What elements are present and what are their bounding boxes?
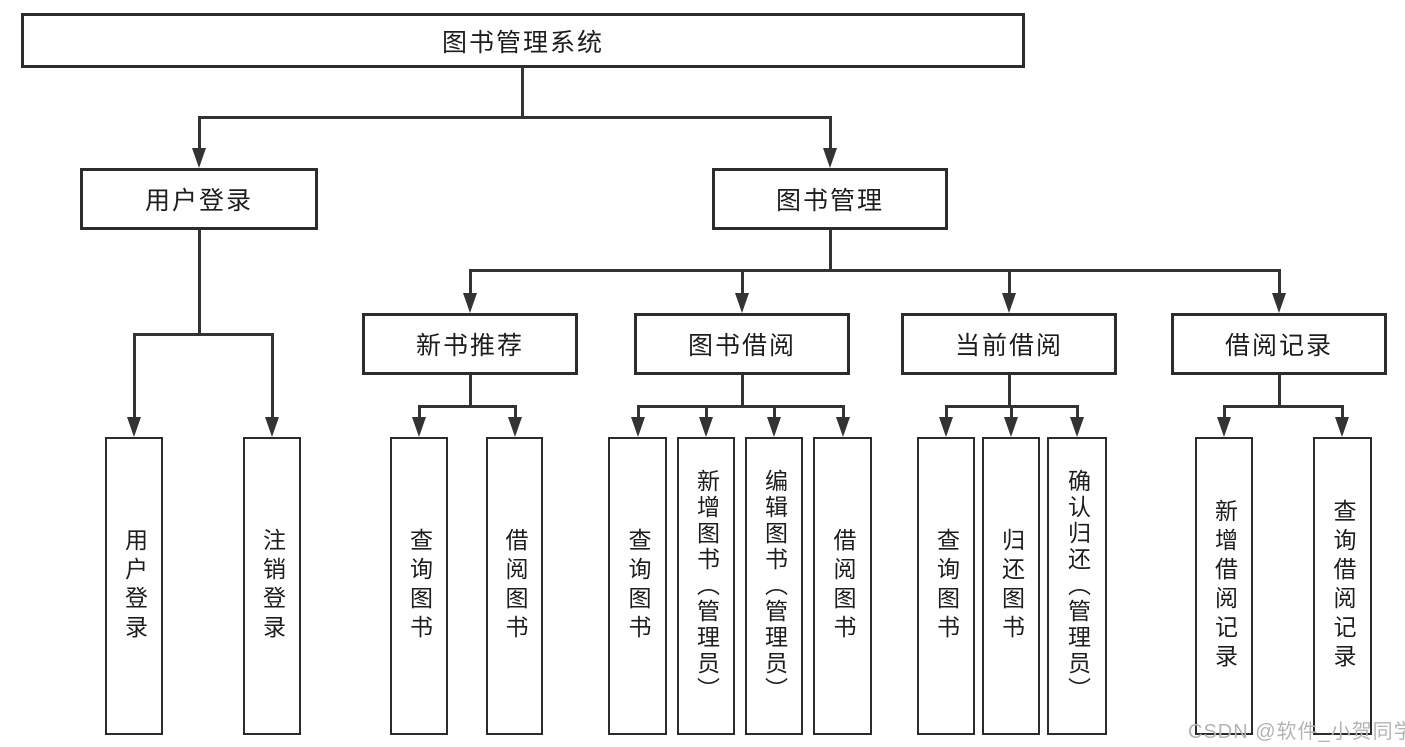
leaf-query-book-borrow: 查询图书 <box>608 437 667 735</box>
leaf-label: 借阅图书 <box>502 528 528 644</box>
arrow-to-leaf-edit-book <box>767 405 781 437</box>
leaf-return-book: 归还图书 <box>982 437 1040 735</box>
leaf-label: 查询图书 <box>625 528 651 644</box>
connector-current-borrow-stub <box>1008 375 1011 407</box>
leaf-query-borrow-record: 查询借阅记录 <box>1313 437 1372 735</box>
leaf-label: 查询借阅记录 <box>1330 499 1356 673</box>
leaf-label: 查询图书 <box>406 528 433 644</box>
node-label: 借阅记录 <box>1224 332 1333 360</box>
node-new-book-recommend: 新书推荐 <box>362 313 578 375</box>
arrow-to-user-login <box>192 116 206 168</box>
connector-new-book-branch <box>418 405 517 408</box>
leaf-label: 借阅图书 <box>830 528 856 644</box>
leaf-label: 编辑图书（管理员） <box>761 469 788 703</box>
arrow-to-leaf-logout <box>265 333 279 437</box>
arrow-to-leaf-query-book-current <box>939 405 953 437</box>
leaf-add-book-admin: 新增图书（管理员） <box>677 437 735 735</box>
arrow-to-leaf-query-borrow-record <box>1335 405 1349 437</box>
leaf-edit-book-admin: 编辑图书（管理员） <box>745 437 803 735</box>
leaf-logout: 注销登录 <box>243 437 301 735</box>
leaf-label: 确认归还（管理员） <box>1064 469 1091 703</box>
leaf-query-book-current: 查询图书 <box>917 437 975 735</box>
leaf-label: 新增借阅记录 <box>1211 499 1238 673</box>
node-book-borrow: 图书借阅 <box>634 313 850 375</box>
connector-user-login-stub <box>198 230 201 335</box>
arrow-to-book-borrow <box>735 269 749 313</box>
connector-borrow-records-branch <box>1223 405 1344 408</box>
node-book-management: 图书管理 <box>712 168 948 230</box>
connector-borrow-records-stub <box>1278 375 1281 407</box>
node-user-login: 用户登录 <box>80 168 318 230</box>
arrow-to-leaf-return-book <box>1004 405 1018 437</box>
arrow-to-leaf-query-book-recommend <box>412 405 426 437</box>
leaf-label: 用户登录 <box>121 528 148 644</box>
connector-user-login-branch <box>133 333 274 336</box>
csdn-watermark: CSDN @软件_小贺同学 <box>1188 721 1405 743</box>
arrow-to-leaf-borrow-book-recommend <box>508 405 522 437</box>
connector-book-borrow-stub <box>741 375 744 407</box>
leaf-label: 归还图书 <box>998 528 1025 644</box>
node-label: 当前借阅 <box>954 332 1063 360</box>
node-borrow-records: 借阅记录 <box>1171 313 1387 375</box>
arrow-to-new-book-recommend <box>463 269 477 313</box>
leaf-add-borrow-record: 新增借阅记录 <box>1195 437 1253 735</box>
arrow-to-leaf-user-login <box>127 333 141 437</box>
connector-book-management-stub <box>829 230 832 271</box>
leaf-confirm-return-admin: 确认归还（管理员） <box>1047 437 1107 735</box>
arrow-to-leaf-borrow-book <box>836 405 850 437</box>
leaf-label: 新增图书（管理员） <box>693 469 720 703</box>
node-label: 图书管理 <box>775 187 884 215</box>
leaf-query-book-recommend: 查询图书 <box>390 437 448 735</box>
node-label: 图书借阅 <box>687 332 796 360</box>
connector-root-stub <box>521 67 524 118</box>
connector-book-management-branch <box>469 269 1281 272</box>
arrow-to-leaf-add-book <box>699 405 713 437</box>
node-root: 图书管理系统 <box>21 13 1025 68</box>
leaf-borrow-book: 借阅图书 <box>813 437 872 735</box>
leaf-user-login: 用户登录 <box>105 437 163 735</box>
connector-new-book-stub <box>469 375 472 407</box>
leaf-borrow-book-recommend: 借阅图书 <box>486 437 543 735</box>
connector-book-borrow-branch <box>637 405 844 408</box>
node-label: 图书管理系统 <box>441 28 604 57</box>
leaf-label: 查询图书 <box>933 528 960 644</box>
connector-root-branch <box>198 116 832 119</box>
arrow-to-leaf-add-borrow-record <box>1217 405 1231 437</box>
arrow-to-current-borrow <box>1002 269 1016 313</box>
node-label: 新书推荐 <box>415 332 524 360</box>
leaf-label: 注销登录 <box>259 528 286 644</box>
arrow-to-leaf-query-book-borrow <box>631 405 645 437</box>
node-current-borrow: 当前借阅 <box>901 313 1117 375</box>
node-label: 用户登录 <box>144 187 253 215</box>
arrow-to-book-management <box>823 116 837 168</box>
arrow-to-leaf-confirm-return <box>1070 405 1084 437</box>
arrow-to-borrow-records <box>1272 269 1286 313</box>
